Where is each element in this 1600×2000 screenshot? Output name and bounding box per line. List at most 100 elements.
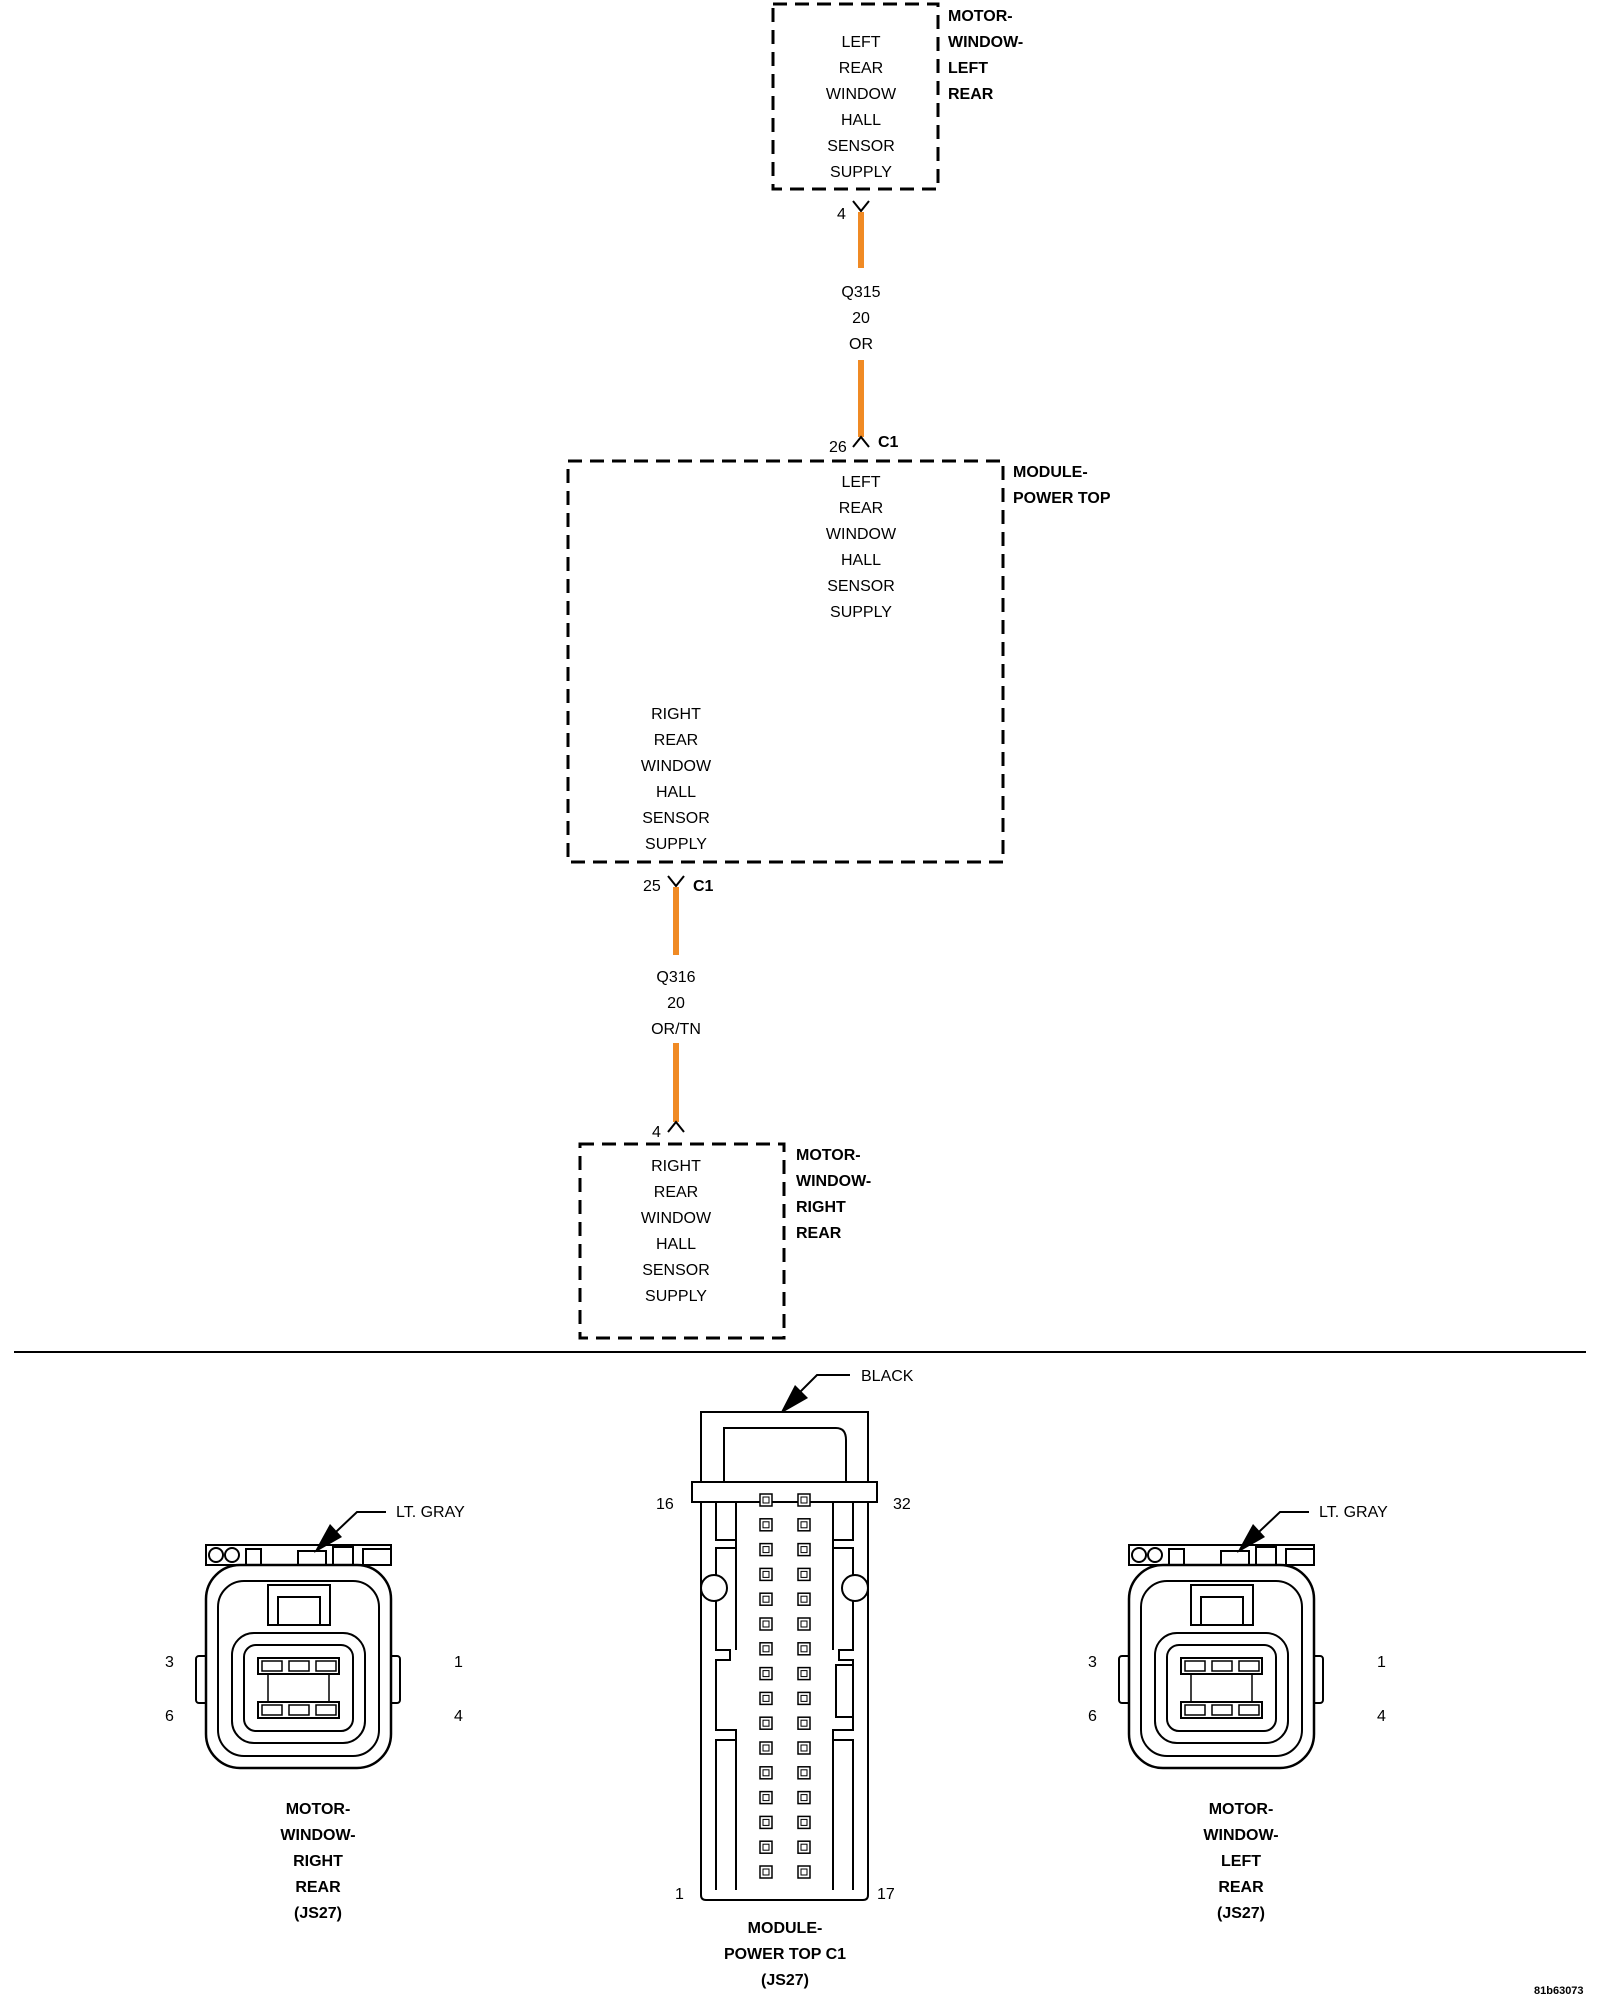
wire-color-label: OR/TN (651, 1021, 701, 1038)
pin-cavity-inner (800, 1595, 808, 1603)
connector-view-right-rear: LT. GRAY 3 1 6 4 MOTOR- WINDOW- RIGHT RE… (165, 1504, 465, 1922)
pin-cavity (759, 1542, 773, 1557)
pin-number: 4 (837, 206, 846, 223)
pin-cavity-inner (800, 1769, 808, 1777)
motor-left-rear-box (771, 2, 940, 191)
pin-cavity-inner (762, 1670, 770, 1678)
pin-cavity (797, 1567, 811, 1582)
wire-q316: Q316 20 OR/TN (651, 887, 701, 1122)
pin-cavity (759, 1865, 773, 1879)
pin-cavity (759, 1815, 773, 1830)
pin-cavity-inner (762, 1868, 770, 1876)
connector-latch (700, 1574, 728, 1602)
motor-right-rear-component: 4 RIGHT REAR WINDOW HALL SENSOR SUPPLY M… (578, 1120, 871, 1340)
circuit-line: LEFT (841, 34, 880, 51)
circuit-line: REAR (839, 60, 883, 77)
figure-id: 81b63073 (1534, 1985, 1584, 1997)
circuit-line: HALL (656, 1236, 696, 1253)
pin-cavity-inner (800, 1719, 808, 1727)
pin-terminal-symbol (852, 200, 870, 213)
connector-caption: POWER TOP C1 (724, 1946, 846, 1963)
pin-cavity (759, 1691, 773, 1706)
pin-cavity-inner (800, 1570, 808, 1578)
pin-cavity-inner (800, 1868, 808, 1876)
pin-cavity-inner (800, 1670, 808, 1678)
circuit-line: WINDOW (826, 86, 897, 103)
wire-circuit-label: Q316 (656, 969, 695, 986)
pin-number: 6 (1088, 1708, 1097, 1725)
pin-number: 17 (877, 1886, 895, 1903)
pin-cavity (759, 1493, 773, 1507)
pin-number: 1 (675, 1886, 684, 1903)
connector-flange (691, 1481, 878, 1503)
connector-lock-tab (835, 1664, 854, 1718)
pin-number: 6 (165, 1708, 174, 1725)
circuit-line: REAR (654, 1184, 698, 1201)
wire-color-label: OR (849, 336, 873, 353)
pin-cavity-inner (800, 1744, 808, 1752)
component-title: WINDOW- (796, 1173, 871, 1190)
pin-cavity-inner (800, 1521, 808, 1529)
pin-cavity-inner (800, 1843, 808, 1851)
pin-cavity (797, 1716, 811, 1730)
component-title: MOTOR- (948, 8, 1013, 25)
pin-cavity (797, 1617, 811, 1631)
pin-cavity (797, 1840, 811, 1854)
pin-number: 4 (454, 1708, 463, 1725)
pin-cavity-inner (800, 1794, 808, 1802)
circuit-line: SENSOR (827, 138, 895, 155)
pin-number: 26 (829, 439, 847, 456)
circuit-line: SUPPLY (830, 164, 892, 181)
connector-caption: MOTOR- (1209, 1801, 1274, 1818)
pin-cavity-inner (762, 1769, 770, 1777)
pin-cavity-grid (759, 1493, 811, 1879)
pin-cavity-inner (762, 1595, 770, 1603)
connector-caption: MODULE- (748, 1920, 823, 1937)
pin-cavity-inner (762, 1620, 770, 1628)
component-title: WINDOW- (948, 34, 1023, 51)
pin-cavity (759, 1716, 773, 1730)
pin-cavity-inner (762, 1645, 770, 1653)
pin-number: 32 (893, 1496, 911, 1513)
connector-caption: (JS27) (1217, 1905, 1265, 1922)
pin-cavity (797, 1691, 811, 1706)
six-pin-connector-drawing (1117, 1543, 1325, 1770)
callout-arrowhead (314, 1524, 342, 1553)
circuit-line: SUPPLY (830, 604, 892, 621)
connector-color-label: LT. GRAY (1319, 1504, 1388, 1521)
pin-number: 1 (1377, 1654, 1386, 1671)
pin-cavity-inner (762, 1496, 770, 1504)
circuit-line: SUPPLY (645, 1288, 707, 1305)
pin-cavity (797, 1666, 811, 1681)
module-box (566, 459, 1005, 864)
connector-caption: WINDOW- (1203, 1827, 1278, 1844)
pin-cavity-inner (762, 1570, 770, 1578)
pin-number: 3 (165, 1654, 174, 1671)
pin-cavity-inner (800, 1694, 808, 1702)
circuit-line: SENSOR (827, 578, 895, 595)
connector-id: C1 (878, 434, 899, 451)
circuit-line: WINDOW (826, 526, 897, 543)
pin-cavity (797, 1518, 811, 1532)
motor-left-rear-component: LEFT REAR WINDOW HALL SENSOR SUPPLY MOTO… (771, 2, 1023, 223)
connector-view-left-rear: LT. GRAY 3 1 6 4 MOTOR- WINDOW- LEFT REA… (1088, 1504, 1388, 1922)
pin-terminal-symbol (667, 875, 685, 888)
connector-color-label: BLACK (861, 1368, 914, 1385)
motor-right-rear-box (578, 1142, 786, 1340)
pin-cavity-inner (800, 1546, 808, 1554)
pin-cavity-inner (762, 1546, 770, 1554)
circuit-line: REAR (839, 500, 883, 517)
pin-number: 16 (656, 1496, 674, 1513)
callout-arrowhead (1237, 1524, 1265, 1553)
connector-color-label: LT. GRAY (396, 1504, 465, 1521)
circuit-line: LEFT (841, 474, 880, 491)
callout-arrowhead (780, 1385, 808, 1414)
pin-cavity (759, 1518, 773, 1532)
pin-cavity (797, 1493, 811, 1507)
pin-cavity (759, 1592, 773, 1606)
connector-latch (841, 1574, 869, 1602)
pin-number: 4 (652, 1124, 661, 1141)
connector-caption: WINDOW- (280, 1827, 355, 1844)
component-title: MODULE- (1013, 464, 1088, 481)
